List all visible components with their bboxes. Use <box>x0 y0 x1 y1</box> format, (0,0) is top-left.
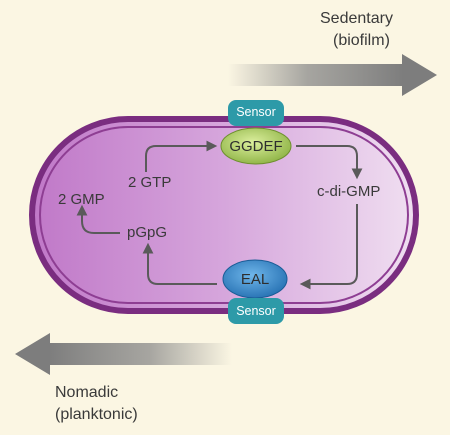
sedentary-arrow <box>228 54 437 96</box>
sedentary-label: Sedentary <box>320 10 393 27</box>
ggdef-domain <box>220 127 292 165</box>
nomadic-arrow <box>15 333 232 375</box>
sensor-bottom-box <box>228 298 284 324</box>
arrow-cdigmp-to-eal <box>299 204 358 290</box>
nomadic-label: Nomadic <box>55 384 119 401</box>
arrow-gtp-to-ggdef <box>145 140 218 172</box>
cdigmp-label: c-di-GMP <box>317 183 381 200</box>
inner-membrane <box>39 126 409 304</box>
sensor-bottom-label: Sensor <box>236 304 276 318</box>
cell-membrane <box>29 116 419 314</box>
gtp-label: 2 GTP <box>128 174 172 191</box>
ggdef-label: GGDEF <box>229 138 283 155</box>
sensor-top-box <box>228 100 284 126</box>
pgpg-label: pGpG <box>127 224 168 241</box>
biofilm-label: (biofilm) <box>333 32 390 49</box>
planktonic-label: (planktonic) <box>55 406 138 423</box>
arrow-eal-to-pgpg <box>142 242 217 285</box>
arrow-ggdef-to-cdigmp <box>296 145 363 180</box>
gmp-label: 2 GMP <box>58 191 105 208</box>
eal-label: EAL <box>240 271 270 288</box>
sensor-top-label: Sensor <box>236 105 276 119</box>
arrow-pgpg-to-gmp <box>76 204 120 234</box>
